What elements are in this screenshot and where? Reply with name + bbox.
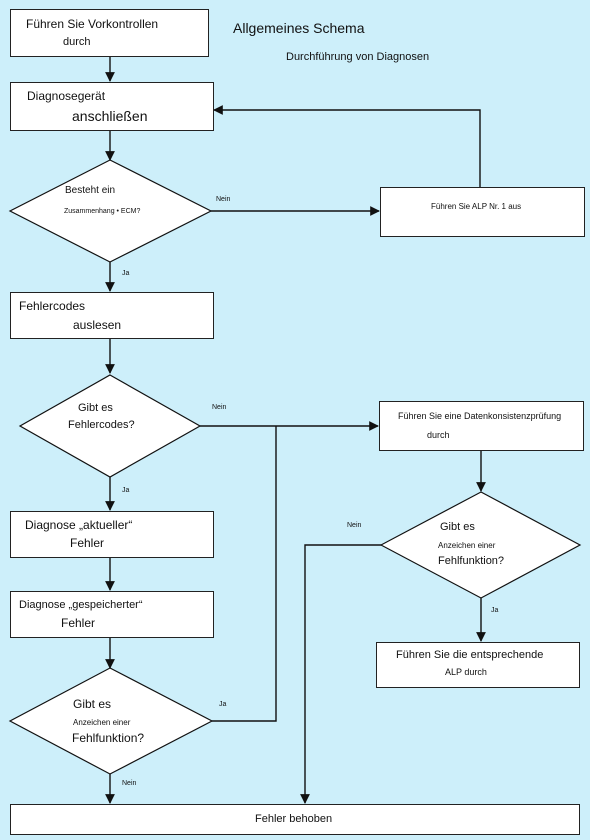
- label-nein-anzeichen-links: Nein: [122, 780, 137, 787]
- box-diagnose-aktuell-line1: Diagnose „aktueller“: [25, 518, 133, 532]
- box-anschliessen: Diagnosegerät anschließen: [10, 82, 214, 131]
- label-nein-zusammenhang: Nein: [216, 196, 231, 203]
- box-datenkonsistenz-line1: Führen Sie eine Datenkonsistenzprüfung: [398, 411, 562, 421]
- decision-anzeichen-links-line1: Gibt es: [73, 697, 112, 711]
- box-alp1: Führen Sie ALP Nr. 1 aus: [380, 187, 585, 237]
- box-alp1-line1: Führen Sie ALP Nr. 1 aus: [431, 202, 522, 211]
- decision-zusammenhang-line2: Zusammenhang • ECM?: [64, 208, 141, 215]
- decision-anzeichen-links-shape: [8, 667, 214, 775]
- decision-anzeichen-rechts-line3: Fehlfunktion?: [438, 555, 505, 567]
- decision-zusammenhang-shape: [8, 159, 213, 263]
- box-alp-entsprechend: Führen Sie die entsprechende ALP durch: [376, 642, 580, 688]
- decision-anzeichen-links-line2: Anzeichen einer: [73, 718, 131, 727]
- decision-zusammenhang-line1: Besteht ein: [65, 185, 116, 196]
- box-fehlercodes-auslesen-line1: Fehlercodes: [19, 299, 86, 313]
- decision-fehlercodes-shape: [18, 374, 202, 478]
- box-vorkontrollen-line2: durch: [63, 36, 91, 48]
- box-alp-entsprechend-line2: ALP durch: [445, 667, 487, 677]
- decision-anzeichen-rechts-line1: Gibt es: [440, 521, 475, 533]
- label-ja-fehlercodes: Ja: [122, 487, 130, 494]
- box-anschliessen-line2: anschließen: [72, 108, 148, 124]
- page-subtitle: Durchführung von Diagnosen: [286, 51, 430, 63]
- label-nein-anzeichen-rechts: Nein: [347, 522, 362, 529]
- decision-fehlercodes-line2: Fehlercodes?: [68, 419, 135, 431]
- label-ja-anzeichen-links: Ja: [219, 701, 227, 708]
- decision-anzeichen-rechts-line2: Anzeichen einer: [438, 541, 496, 550]
- box-fehlercodes-auslesen: Fehlercodes auslesen: [10, 292, 214, 339]
- box-diagnose-gespeichert-line1: Diagnose „gespeicherter“: [19, 599, 143, 611]
- arrow-alp1-back-to-anschliessen: [213, 105, 481, 187]
- decision-fehlercodes-line1: Gibt es: [78, 402, 113, 414]
- label-ja-anzeichen-rechts: Ja: [491, 607, 499, 614]
- connector-anzeichen-links-ja: [212, 426, 277, 722]
- box-fehler-behoben: Fehler behoben: [10, 804, 580, 835]
- decision-anzeichen-links-line3: Fehlfunktion?: [72, 731, 145, 745]
- box-datenkonsistenz-line2: durch: [427, 430, 450, 440]
- decision-anzeichen-rechts-shape: [379, 491, 582, 599]
- box-alp-entsprechend-line1: Führen Sie die entsprechende: [396, 649, 544, 661]
- page-title: Allgemeines Schema: [233, 20, 365, 36]
- box-fehlercodes-auslesen-line2: auslesen: [73, 318, 122, 332]
- box-diagnose-aktuell: Diagnose „aktueller“ Fehler: [10, 511, 214, 558]
- box-fehler-behoben-line1: Fehler behoben: [255, 813, 333, 825]
- box-datenkonsistenz: Führen Sie eine Datenkonsistenzprüfung d…: [379, 401, 584, 451]
- box-vorkontrollen: Führen Sie Vorkontrollen durch: [10, 9, 209, 57]
- box-diagnose-aktuell-line2: Fehler: [70, 536, 105, 550]
- label-ja-zusammenhang: Ja: [122, 270, 130, 277]
- box-vorkontrollen-line1: Führen Sie Vorkontrollen: [26, 17, 159, 31]
- label-nein-fehlercodes: Nein: [212, 404, 227, 411]
- box-anschliessen-line1: Diagnosegerät: [27, 89, 106, 103]
- box-diagnose-gespeichert: Diagnose „gespeicherter“ Fehler: [10, 591, 214, 638]
- box-diagnose-gespeichert-line2: Fehler: [61, 616, 96, 630]
- arrow-anzeichen-rechts-nein: [300, 544, 381, 804]
